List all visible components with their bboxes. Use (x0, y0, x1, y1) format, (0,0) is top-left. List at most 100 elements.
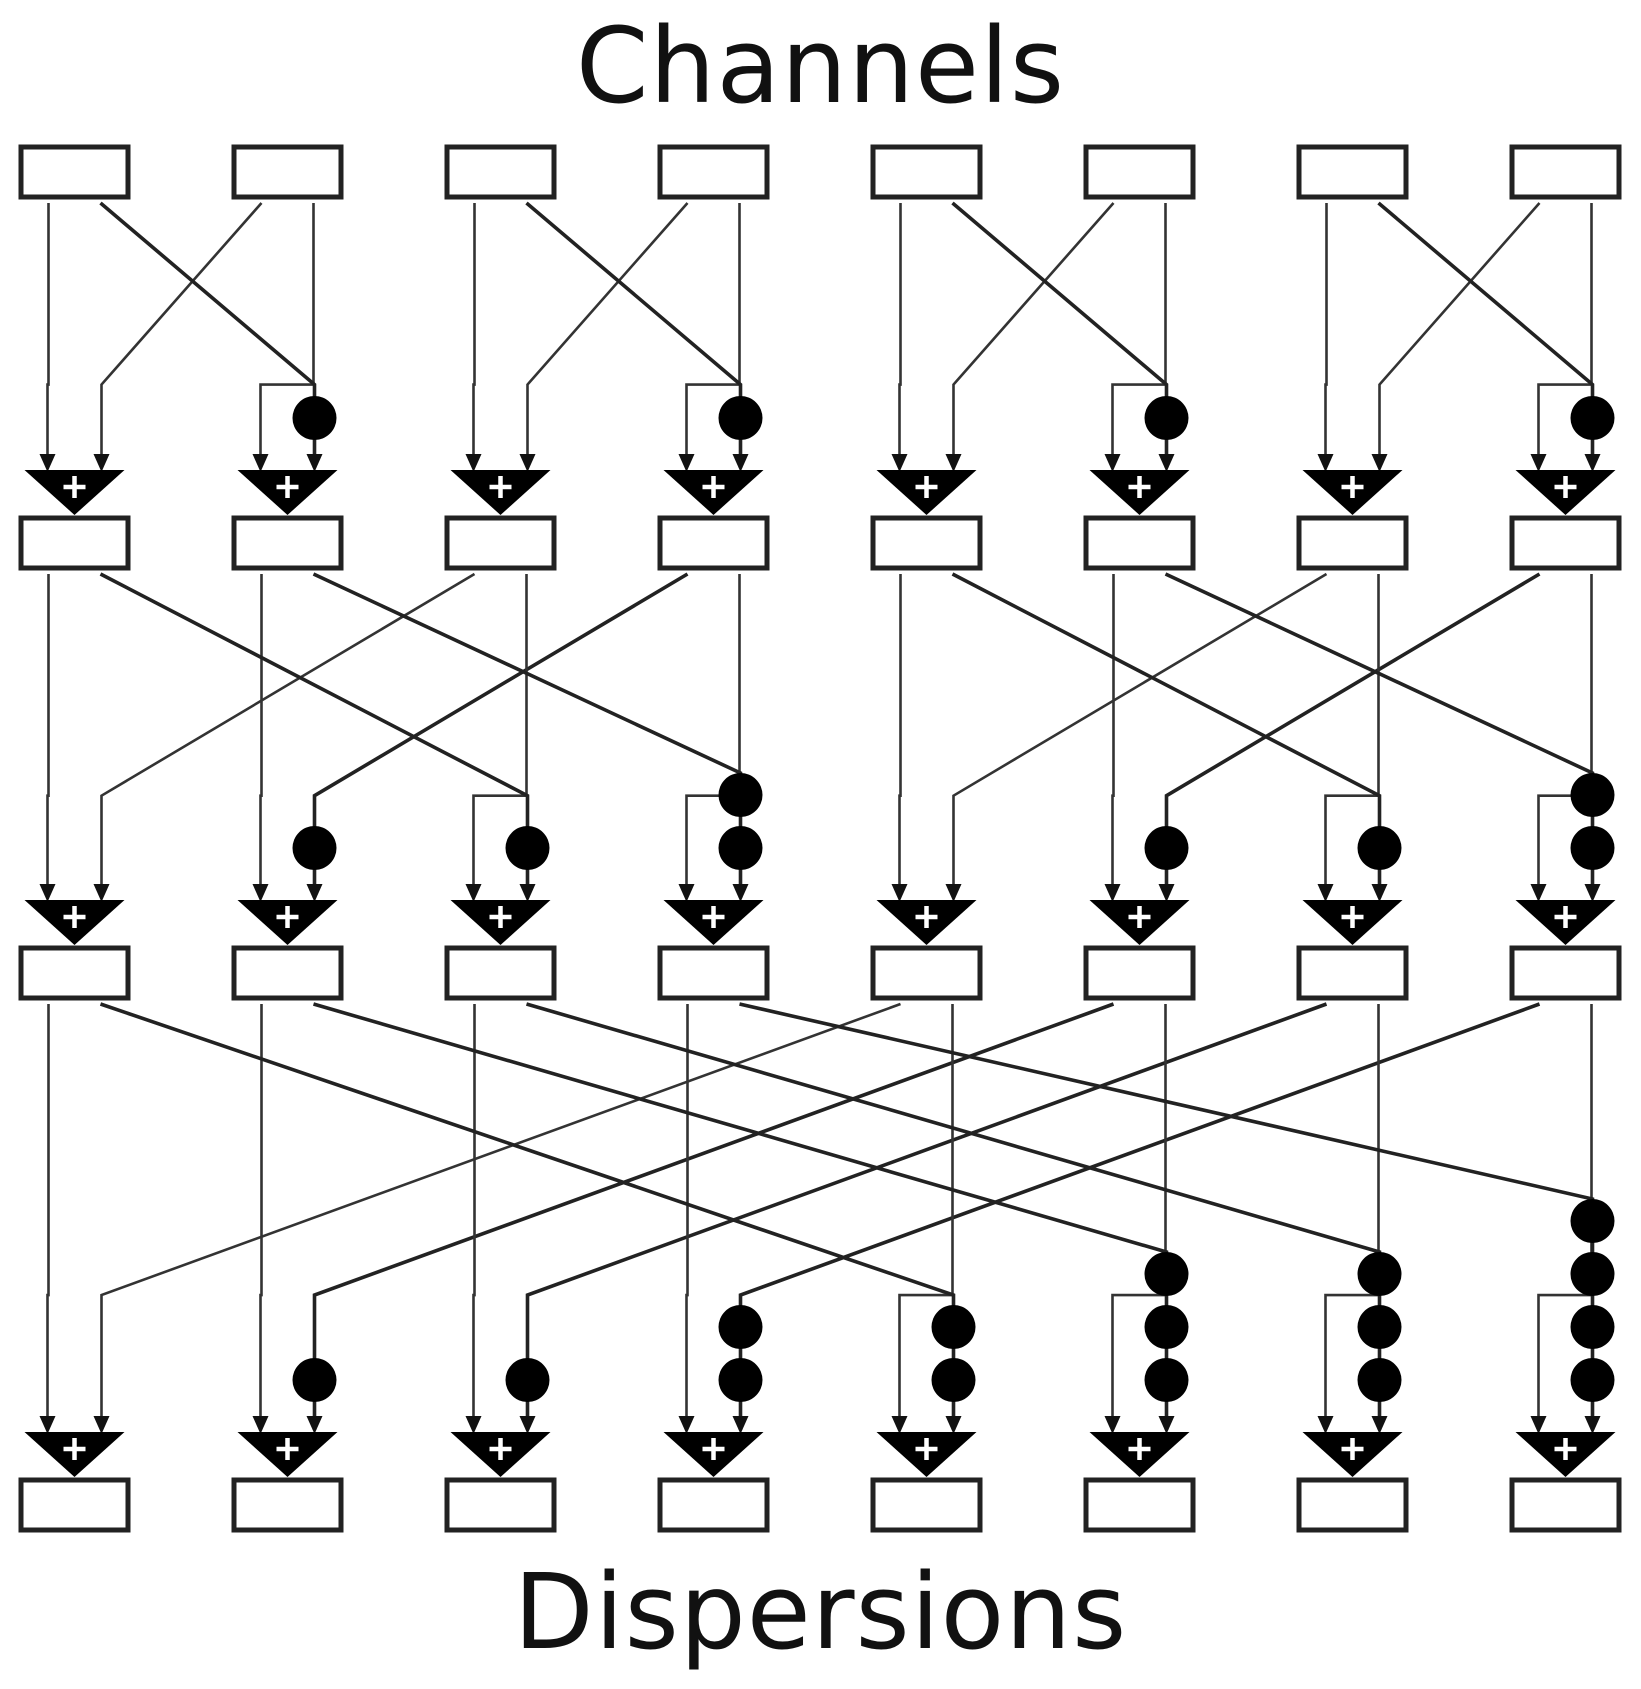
wire (46, 574, 50, 898)
arrow-icon (732, 454, 749, 472)
wire (46, 1004, 50, 1430)
wire (99, 201, 317, 468)
delay-icon (1144, 396, 1189, 440)
channel-box (657, 144, 770, 200)
wire (898, 1004, 954, 1430)
arrow-icon (1530, 1416, 1547, 1434)
wire (685, 574, 741, 898)
arrow-icon (732, 1416, 749, 1434)
arrow-icon (306, 454, 323, 472)
delay-icon (1570, 1305, 1615, 1349)
arrow-icon (1371, 884, 1388, 902)
delay-icon (1144, 826, 1189, 870)
register-box (1509, 515, 1622, 571)
arrow-icon (1317, 454, 1334, 472)
delay-icon (1570, 1358, 1615, 1402)
arrow-icon (945, 1416, 962, 1434)
arrow-icon (678, 454, 695, 472)
register-box (657, 515, 770, 571)
wire (312, 1002, 1115, 1430)
arrow-icon (465, 1416, 482, 1434)
delay-icon (1357, 1358, 1402, 1402)
wire (685, 203, 741, 468)
arrow-icon (1158, 454, 1175, 472)
register-box (444, 945, 557, 1001)
wire (472, 1004, 476, 1430)
wire (952, 202, 1115, 468)
wire (1537, 203, 1593, 468)
channel-box (870, 144, 983, 200)
delay-icon (292, 1358, 337, 1402)
arrow-icon (1104, 884, 1121, 902)
arrow-icon (519, 454, 536, 472)
arrow-icon (252, 454, 269, 472)
wire (46, 203, 50, 468)
arrow-icon (1104, 1416, 1121, 1434)
delay-icon (1570, 396, 1615, 440)
arrow-icon (39, 884, 56, 902)
arrow-icon (519, 884, 536, 902)
arrow-icon (465, 884, 482, 902)
channel-box (444, 144, 557, 200)
arrow-icon (93, 1416, 110, 1434)
register-box (870, 945, 983, 1001)
delay-icon (931, 1358, 976, 1402)
register-box (18, 945, 131, 1001)
wire (100, 572, 476, 898)
wire (952, 572, 1328, 898)
delay-icon (505, 826, 550, 870)
wire (1377, 201, 1595, 468)
arrow-icon (1584, 454, 1601, 472)
arrow-icon (1158, 1416, 1175, 1434)
dispersions-label: Dispersions (513, 1551, 1128, 1673)
register-box (444, 515, 557, 571)
register-box (870, 515, 983, 571)
wire (259, 203, 315, 468)
delay-icon (718, 826, 763, 870)
wire (1111, 574, 1115, 898)
delay-icon (505, 1358, 550, 1402)
arrow-icon (891, 884, 908, 902)
delay-icon (1570, 773, 1615, 817)
delay-icon (1570, 826, 1615, 870)
wire (526, 202, 689, 468)
delay-icon (1357, 826, 1402, 870)
wire (898, 574, 902, 898)
wire (738, 1002, 1541, 1430)
wire (259, 574, 263, 898)
wire (1111, 203, 1167, 468)
channels-label: Channels (575, 5, 1066, 127)
delay-icon (1144, 1305, 1189, 1349)
wire (898, 203, 902, 468)
arrow-icon (1104, 454, 1121, 472)
register-box (231, 945, 344, 1001)
arrow-icon (252, 884, 269, 902)
wire (1324, 203, 1328, 468)
wire (951, 201, 1169, 468)
wire (1378, 202, 1541, 468)
delay-icon (292, 826, 337, 870)
delay-icon (1570, 1252, 1615, 1296)
arrow-icon (945, 884, 962, 902)
dispersion-box (870, 1477, 983, 1533)
arrow-icon (1317, 884, 1334, 902)
channel-box (1296, 144, 1409, 200)
arrow-icon (678, 884, 695, 902)
wire (100, 202, 263, 468)
arrow-icon (306, 884, 323, 902)
register-box (1509, 945, 1622, 1001)
channel-box (1509, 144, 1622, 200)
arrow-icon (891, 454, 908, 472)
register-box (231, 515, 344, 571)
arrow-icon (93, 884, 110, 902)
register-box (1296, 515, 1409, 571)
wire (525, 1002, 1328, 1430)
dispersion-box (444, 1477, 557, 1533)
channel-box (231, 144, 344, 200)
delay-icon (292, 396, 337, 440)
register-box (1083, 945, 1196, 1001)
channel-box (18, 144, 131, 200)
wire (1164, 572, 1541, 898)
arrow-icon (306, 1416, 323, 1434)
wire (685, 1004, 689, 1430)
